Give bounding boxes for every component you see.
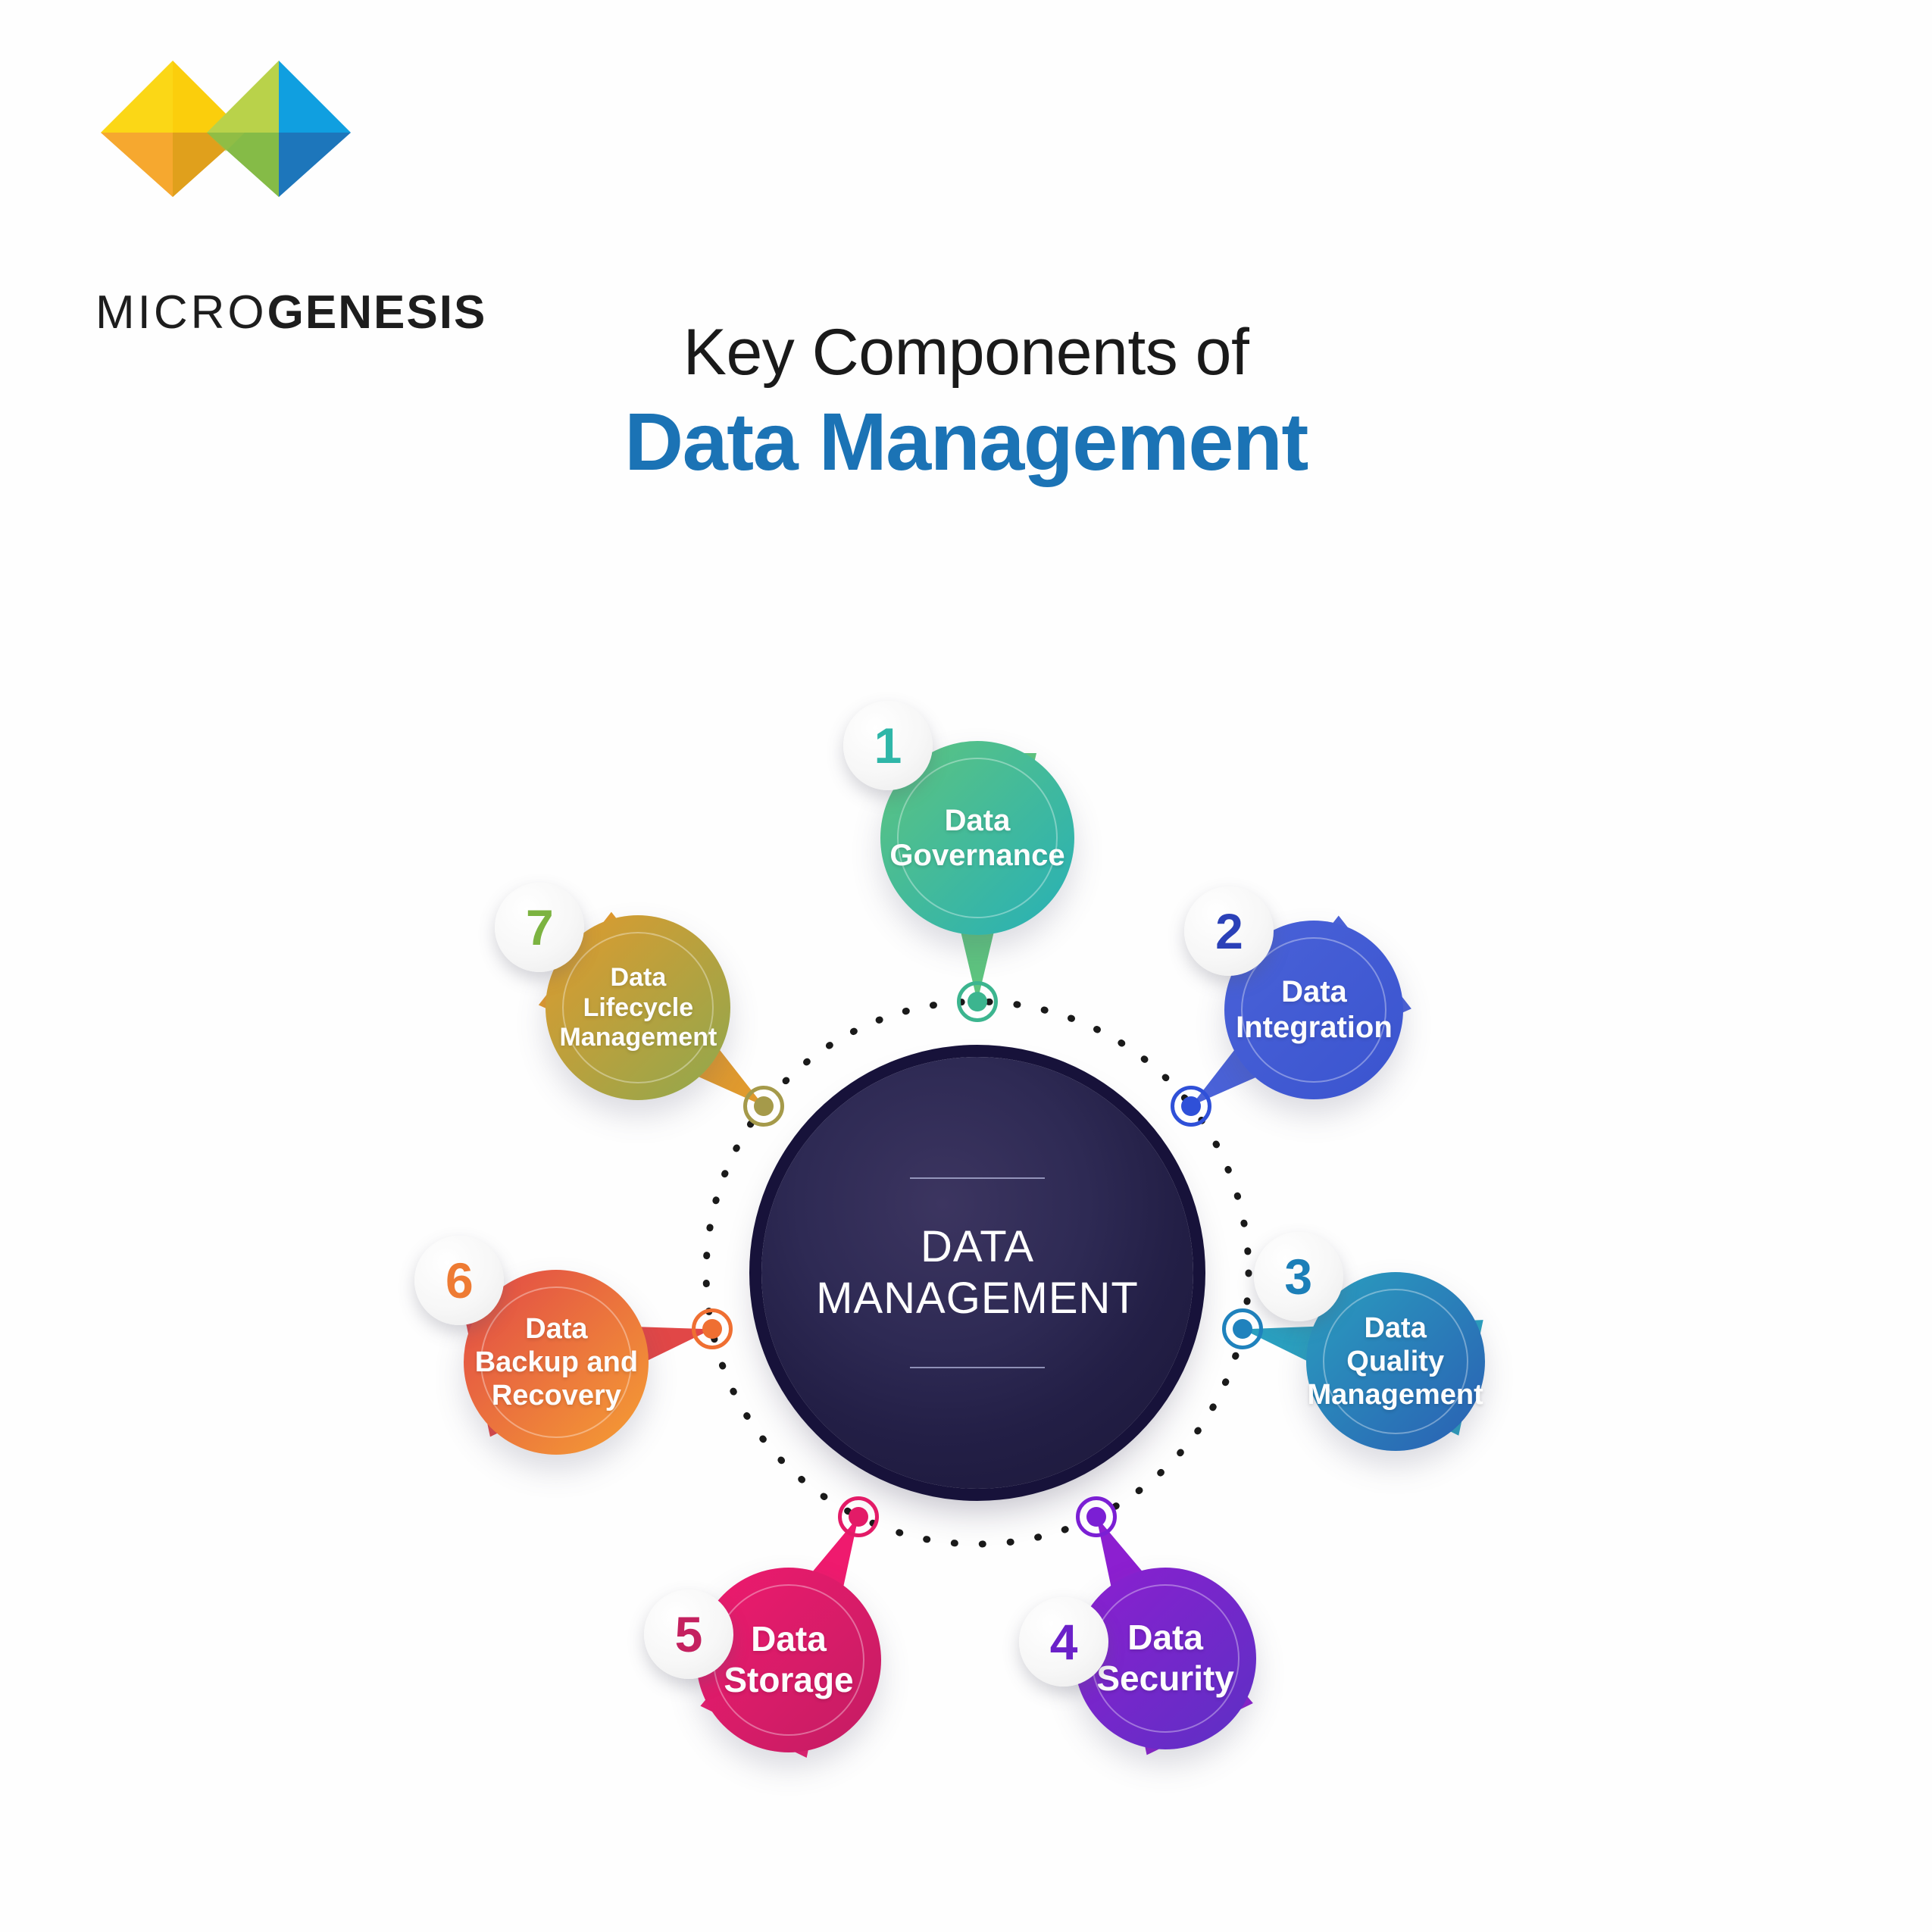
center-hub: DATA MANAGEMENT [761, 1057, 1193, 1489]
node-label-line-2: Lifecycle [583, 993, 694, 1022]
node-label-line-1: Data [944, 803, 1011, 837]
hub-label-line1: DATA [920, 1221, 1035, 1271]
microgenesis-diamond-logo-icon [101, 61, 351, 197]
orbit-connector-dot-2 [1171, 1085, 1212, 1127]
node-number-badge-2: 2 [1184, 886, 1274, 976]
orbit-connector-core-3 [1233, 1319, 1253, 1340]
orbit-connector-dot-4 [1075, 1496, 1117, 1537]
node-number-badge-7: 7 [495, 883, 585, 973]
node-label-line-1: Data [610, 963, 667, 993]
hub-label-line2: MANAGEMENT [816, 1274, 1139, 1323]
hub-divider-top [910, 1177, 1045, 1179]
node-label-line-3: Recovery [491, 1380, 621, 1412]
node-label-line-3: Management [559, 1023, 717, 1052]
node-number-5: 5 [674, 1605, 703, 1662]
orbit-connector-core-1 [968, 992, 987, 1011]
title-accent-line: Data Management [624, 395, 1308, 488]
brand-wordmark: MICROGENESIS [95, 289, 486, 336]
node-number-badge-5: 5 [644, 1589, 733, 1679]
node-label-line-1: Data [751, 1619, 827, 1659]
brand-name-genesis: GENESIS [267, 286, 487, 339]
orbit-connector-dot-3 [1222, 1308, 1264, 1350]
node-number-badge-4: 4 [1019, 1596, 1109, 1687]
node-number-1: 1 [874, 717, 902, 774]
node-number-4: 4 [1049, 1613, 1078, 1670]
node-label-line-1: Data [1127, 1618, 1203, 1658]
orbit-connector-dot-6 [691, 1308, 733, 1350]
title-primary-line: Key Components of [683, 316, 1249, 389]
node-number-badge-1: 1 [843, 701, 933, 790]
node-label-line-2: Storage [724, 1659, 854, 1699]
node-number-3: 3 [1284, 1249, 1313, 1305]
orbit-connector-core-7 [753, 1096, 774, 1116]
node-label-line-2: Governance [889, 839, 1065, 872]
page-title: Key Components of Data Management [0, 314, 1932, 489]
node-number-badge-3: 3 [1253, 1232, 1343, 1322]
orbit-connector-core-4 [1086, 1506, 1106, 1527]
node-label-line-2: Security [1096, 1658, 1234, 1698]
node-label-line-1: Data [525, 1312, 588, 1345]
node-label-line-3: Management [1307, 1379, 1483, 1411]
orbit-connector-core-6 [702, 1319, 722, 1340]
orbit-connector-core-5 [849, 1506, 869, 1527]
node-label-line-1: Data [1364, 1312, 1427, 1345]
node-number-6: 6 [445, 1252, 474, 1309]
node-label-line-2: Quality [1346, 1346, 1445, 1378]
orbit-connector-core-2 [1181, 1096, 1202, 1116]
node-label-line-1: Data [1281, 975, 1347, 1009]
node-number-7: 7 [526, 899, 554, 956]
node-label-line-2: Backup and [474, 1346, 639, 1379]
brand-name-micro: MICRO [95, 286, 267, 339]
node-number-2: 2 [1215, 902, 1243, 959]
hub-label: DATA MANAGEMENT [816, 1221, 1139, 1325]
hub-divider-bottom [910, 1367, 1045, 1369]
orbit-connector-dot-5 [838, 1496, 880, 1537]
orbit-connector-dot-1 [957, 981, 998, 1022]
node-label-line-2: Integration [1236, 1010, 1393, 1044]
brand-logo: MICROGENESIS [89, 53, 485, 336]
node-number-badge-6: 6 [414, 1236, 505, 1326]
orbit-connector-dot-7 [742, 1085, 784, 1127]
